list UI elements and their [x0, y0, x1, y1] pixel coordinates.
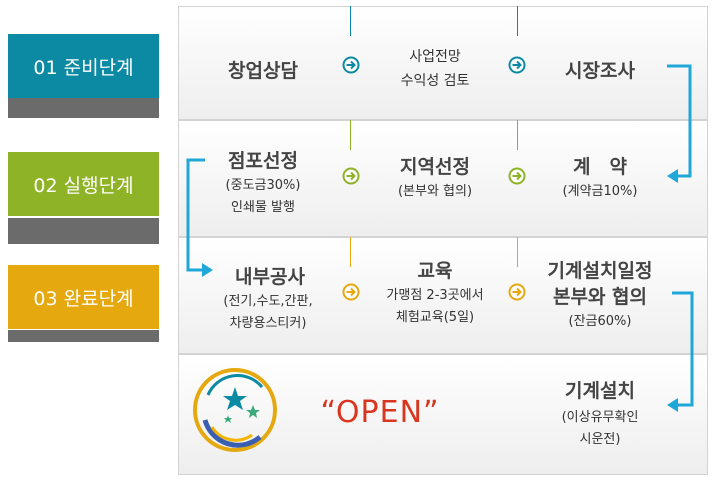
- step-interior-note2: 차량용스티커): [229, 316, 307, 331]
- step-training-note: 가맹점 2-3곳에서: [386, 288, 484, 303]
- stage-prepare: 01 준비단계: [8, 34, 159, 98]
- step-training-note2: 체험교육(5일): [395, 310, 475, 325]
- row-execute: [178, 120, 708, 237]
- step-machine-install: 기계설치: [565, 380, 635, 402]
- arrow-right-icon: [342, 167, 360, 185]
- separator: [517, 237, 518, 267]
- step-store-selection-note: (중도금30%): [225, 178, 301, 193]
- step-machine-schedule-sub: 본부와 협의: [552, 286, 647, 308]
- step-machine-schedule: 기계설치일정: [547, 260, 653, 282]
- separator: [517, 120, 518, 150]
- step-store-selection-note2: 인쇄물 발행: [231, 200, 295, 215]
- open-label: “OPEN”: [320, 395, 440, 430]
- stage-shadow-base: [8, 330, 159, 342]
- step-training: 교육: [417, 260, 453, 282]
- open-logo-icon: [193, 368, 277, 452]
- stage-label: 02 실행단계: [33, 174, 134, 197]
- step-interior: 내부공사: [235, 266, 305, 288]
- arrowhead-icon: [667, 169, 678, 183]
- step-contract-note: (계약금10%): [562, 184, 638, 199]
- arrow-right-icon: [342, 283, 360, 301]
- arrow-right-icon: [508, 283, 526, 301]
- stage-label: 03 완료단계: [33, 287, 134, 310]
- stage-shadow: [8, 218, 159, 244]
- arrowhead-icon: [202, 263, 213, 277]
- row-prepare: [178, 6, 708, 120]
- step-contract: 계 약: [573, 156, 627, 178]
- step-area-selection-note: (본부와 협의): [397, 184, 473, 199]
- arrow-right-icon: [508, 167, 526, 185]
- step-machine-install-note: (이상유무확인: [561, 410, 639, 425]
- step-market-research: 시장조사: [565, 60, 635, 82]
- step-profit-review: 수익성 검토: [400, 73, 470, 89]
- connector-line: [186, 158, 205, 272]
- separator: [350, 120, 351, 150]
- connector-line: [667, 64, 692, 178]
- arrow-right-icon: [342, 56, 360, 74]
- separator: [517, 6, 518, 36]
- stage-execute: 02 실행단계: [8, 152, 159, 216]
- step-interior-note: (전기,수도,간판,: [223, 294, 313, 309]
- step-consult: 창업상담: [228, 60, 298, 82]
- step-machine-install-note2: 시운전): [579, 432, 621, 447]
- arrow-right-icon: [508, 56, 526, 74]
- row-open: [178, 354, 708, 475]
- step-business-outlook: 사업전망: [409, 49, 461, 65]
- step-store-selection: 점포선정: [228, 150, 298, 172]
- separator: [350, 237, 351, 267]
- separator: [350, 6, 351, 36]
- stage-label: 01 준비단계: [33, 56, 134, 79]
- stage-complete: 03 완료단계: [8, 265, 159, 329]
- connector-line: [672, 291, 694, 407]
- arrowhead-icon: [667, 398, 678, 412]
- step-area-selection: 지역선정: [400, 156, 470, 178]
- step-machine-schedule-note: (잔금60%): [568, 314, 632, 329]
- row-complete: [178, 237, 708, 354]
